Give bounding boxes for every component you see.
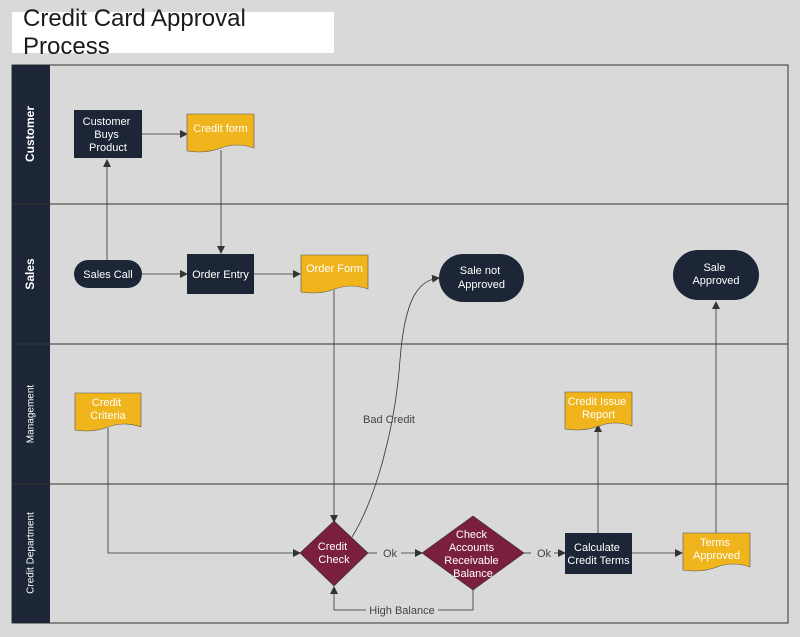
svg-text:Credit Criteria: Credit Criteria <box>90 397 126 422</box>
edges <box>103 130 720 611</box>
svg-text:Credit Issue Report: Credit Issue Report <box>568 396 630 421</box>
edge-highbalance-b <box>330 586 366 611</box>
lane-label-sales: Sales <box>23 258 37 290</box>
lane-header-customer <box>12 65 50 204</box>
node-credit-check[interactable]: Credit Check <box>299 520 369 587</box>
edge-label-bad-credit: Bad Credit <box>363 414 415 426</box>
svg-text:Customer Buys: Customer Buys Product <box>83 116 134 154</box>
svg-text:Terms Approved: Terms Approved <box>693 537 740 562</box>
node-check-accounts-receivable-balance[interactable]: Check Accounts Receivable Balance <box>421 515 525 591</box>
edge-creditcheck-salenotapproved <box>351 274 440 538</box>
svg-text:Order Entry: Order Entry <box>192 269 249 281</box>
svg-text:Sales Call: Sales Call <box>83 269 133 281</box>
svg-text:Sale not Approved: Sale not Approved <box>458 265 505 291</box>
node-sale-approved[interactable]: Sale Approved <box>673 250 759 300</box>
node-order-entry[interactable]: Order Entry <box>187 254 254 294</box>
lane-header-credit <box>12 484 50 623</box>
svg-text:Sale Approved: Sale Approved <box>692 262 739 287</box>
node-credit-criteria[interactable]: Credit Criteria <box>74 392 142 432</box>
svg-text:Order Form: Order Form <box>306 263 363 275</box>
node-sales-call[interactable]: Sales Call <box>74 260 142 288</box>
svg-text:Credit Check: Credit Check <box>318 541 350 566</box>
edge-label-ok: Ok <box>537 548 552 560</box>
svg-text:Check Accounts: Check Accounts Receivable Balance <box>444 529 501 580</box>
node-customer-buys-product[interactable]: Customer Buys Product <box>74 110 142 158</box>
node-credit-issue-report[interactable]: Credit Issue Report <box>564 391 633 431</box>
edge-label-high-balance: High Balance <box>369 605 434 617</box>
lane-header-management <box>12 344 50 484</box>
node-terms-approved[interactable]: Terms Approved <box>682 532 751 572</box>
node-sale-not-approved[interactable]: Sale not Approved <box>439 254 524 302</box>
node-order-form[interactable]: Order Form <box>300 254 369 294</box>
node-credit-form[interactable]: Credit form <box>186 113 255 153</box>
lane-header-sales <box>12 204 50 344</box>
lane-label-credit: Credit Department <box>26 512 37 594</box>
svg-text:Calculate Credit Terms: Calculate Credit Terms <box>567 542 630 567</box>
edge-highbalance-a <box>438 590 474 611</box>
edge-criteria-creditcheck <box>107 428 301 557</box>
edge-label-ok: Ok <box>383 548 398 560</box>
svg-text:Credit form: Credit form <box>193 123 247 135</box>
lane-label-customer: Customer <box>23 106 37 162</box>
lane-label-management: Management <box>26 385 37 444</box>
node-calculate-credit-terms[interactable]: Calculate Credit Terms <box>565 533 632 574</box>
